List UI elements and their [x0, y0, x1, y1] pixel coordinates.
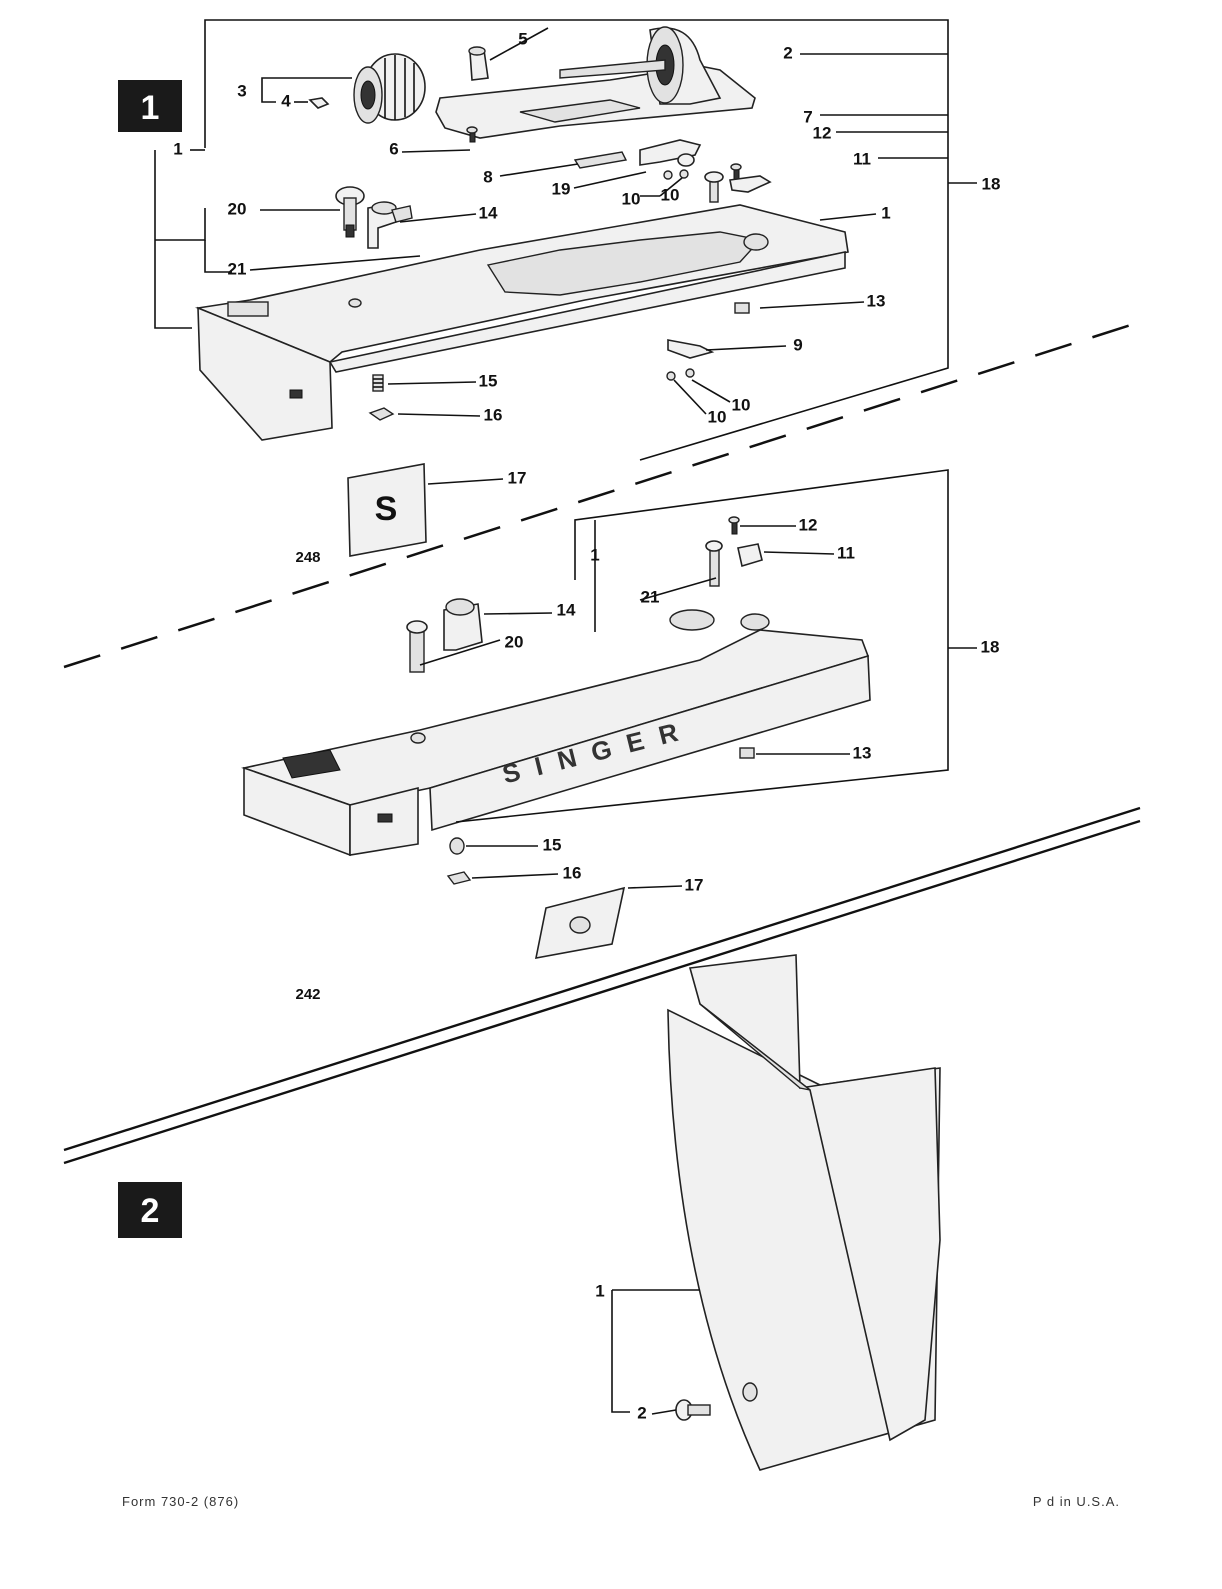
- leader-line-middle-9: [472, 874, 558, 878]
- callout-top-5: 12: [813, 123, 832, 142]
- callout-top-21: 10: [732, 395, 751, 414]
- thumbscrew-20: [336, 187, 364, 237]
- section-2-number: 2: [141, 1192, 160, 1230]
- callout-middle-2: 11: [837, 543, 855, 562]
- callout-top-14: 20: [228, 199, 247, 218]
- callout-top-12: 11: [853, 149, 871, 168]
- callout-bottom-1: 2: [637, 1403, 646, 1422]
- clip-9: [668, 340, 712, 358]
- callout-middle-7: 13: [853, 743, 872, 762]
- emblem-letter: S: [375, 490, 398, 528]
- leader-line-top-9: [574, 172, 646, 188]
- leader-line-top-19: [706, 346, 786, 350]
- callout-bottom-0: 1: [595, 1281, 604, 1300]
- double-divider: [64, 808, 1140, 1163]
- leader-line-top-8: [500, 164, 578, 176]
- emblem-badge-lower: [536, 888, 624, 958]
- footer-printed: P d in U.S.A.: [1033, 1494, 1120, 1509]
- upper-cover-body: [198, 205, 848, 440]
- screws-10-lower: [667, 369, 694, 380]
- callout-top-13: 18: [982, 174, 1001, 193]
- callout-top-22: 10: [708, 407, 727, 426]
- leader-line-middle-4: [484, 613, 552, 614]
- nut-13: [735, 303, 749, 313]
- arm-thumbscrew: [676, 1400, 710, 1420]
- callout-top-1: 2: [783, 43, 792, 62]
- pad-16: [370, 408, 393, 420]
- callout-top-7: 6: [389, 139, 398, 158]
- section-1-number: 1: [141, 89, 160, 127]
- callout-top-20: 15: [479, 371, 498, 390]
- callout-top-6: 1: [173, 139, 182, 158]
- callout-middle-1: 1: [590, 545, 599, 564]
- leader-line-top-23: [398, 414, 480, 416]
- bracket-14: [368, 202, 412, 248]
- callout-middle-5: 20: [505, 632, 524, 651]
- spring-15: [373, 375, 383, 391]
- leader-line-top-21: [692, 380, 730, 402]
- leader-line-top-7: [402, 150, 470, 152]
- rod-8: [575, 152, 626, 168]
- spool-cap: [469, 47, 488, 80]
- callout-top-19: 9: [793, 335, 802, 354]
- callout-top-11: 10: [661, 185, 680, 204]
- upper-right-hardware: [705, 164, 770, 202]
- emblem-badge-upper: S: [348, 464, 426, 556]
- callout-top-18: 13: [867, 291, 886, 310]
- callout-middle-3: 21: [641, 587, 660, 606]
- section-1-badge: 1: [118, 80, 182, 132]
- callout-top-10: 10: [622, 189, 641, 208]
- callout-middle-4: 14: [557, 600, 576, 619]
- arm-side-cover: [668, 955, 940, 1470]
- middle-cover-body: SINGER: [244, 610, 870, 855]
- spool-pin-plate: [436, 27, 755, 138]
- callout-top-16: 1: [881, 203, 890, 222]
- callout-top-9: 19: [552, 179, 571, 198]
- leader-line-middle-2: [764, 552, 834, 554]
- callout-middle-10: 17: [685, 875, 704, 894]
- leader-line-top-20: [388, 382, 476, 384]
- callout-top-15: 14: [479, 203, 498, 222]
- section-2-leader-lines: [612, 1290, 700, 1412]
- leader-line-middle-10: [628, 886, 682, 888]
- callout-top-0: 5: [518, 29, 527, 48]
- callout-top-8: 8: [483, 167, 492, 186]
- section-2-badge: 2: [118, 1182, 182, 1238]
- footer-form-number: Form 730-2 (876): [122, 1494, 239, 1509]
- callout-top-3: 4: [281, 91, 291, 110]
- model-label-lower: 242: [295, 986, 320, 1003]
- callout-middle-9: 16: [563, 863, 582, 882]
- model-label-upper: 248: [295, 549, 320, 566]
- callout-top-4: 7: [803, 107, 812, 126]
- leader-line-bottom-1: [652, 1410, 676, 1414]
- callout-top-23: 16: [484, 405, 503, 424]
- callout-middle-8: 15: [543, 835, 562, 854]
- callout-top-17: 21: [228, 259, 247, 278]
- leader-line-top-24: [428, 479, 503, 484]
- callout-top-2: 3: [237, 81, 246, 100]
- stitch-knob: [354, 54, 425, 123]
- callout-top-24: 17: [508, 468, 527, 487]
- leader-line-top-16: [820, 214, 876, 220]
- callout-middle-6: 18: [981, 637, 1000, 656]
- key-part: [310, 98, 328, 108]
- leader-line-top-18: [760, 302, 864, 308]
- callout-middle-0: 12: [799, 515, 818, 534]
